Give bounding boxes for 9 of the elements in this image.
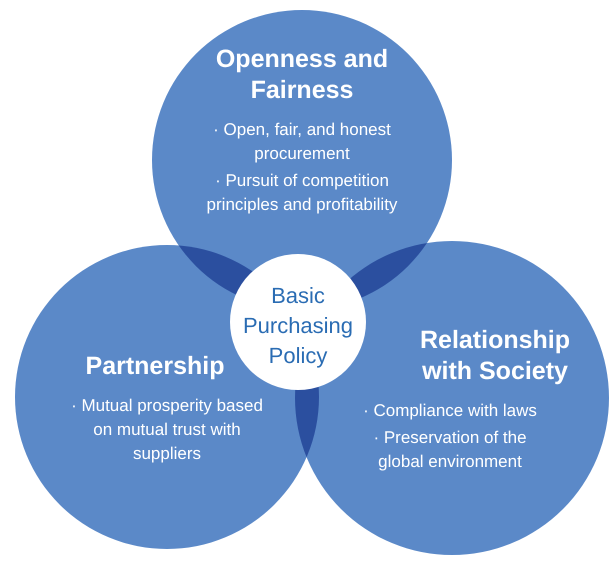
bullet-text: · Compliance with laws <box>362 400 538 422</box>
bullet-text: · Preservation of the global environment <box>372 427 528 473</box>
bullet-text: · Pursuit of competition principles and profitability <box>206 170 398 216</box>
circle-heading: Relationship with Society <box>418 325 571 387</box>
bullet-text: · Mutual prosperity based on mutual trust with suppliers <box>70 395 264 465</box>
bullet-text: · Open, fair, and honest procurement <box>212 119 392 165</box>
circle-heading: Partnership <box>84 351 226 382</box>
circle-heading: Openness and Fairness <box>214 44 390 106</box>
center-title: Basic Purchasing Policy <box>242 282 354 370</box>
